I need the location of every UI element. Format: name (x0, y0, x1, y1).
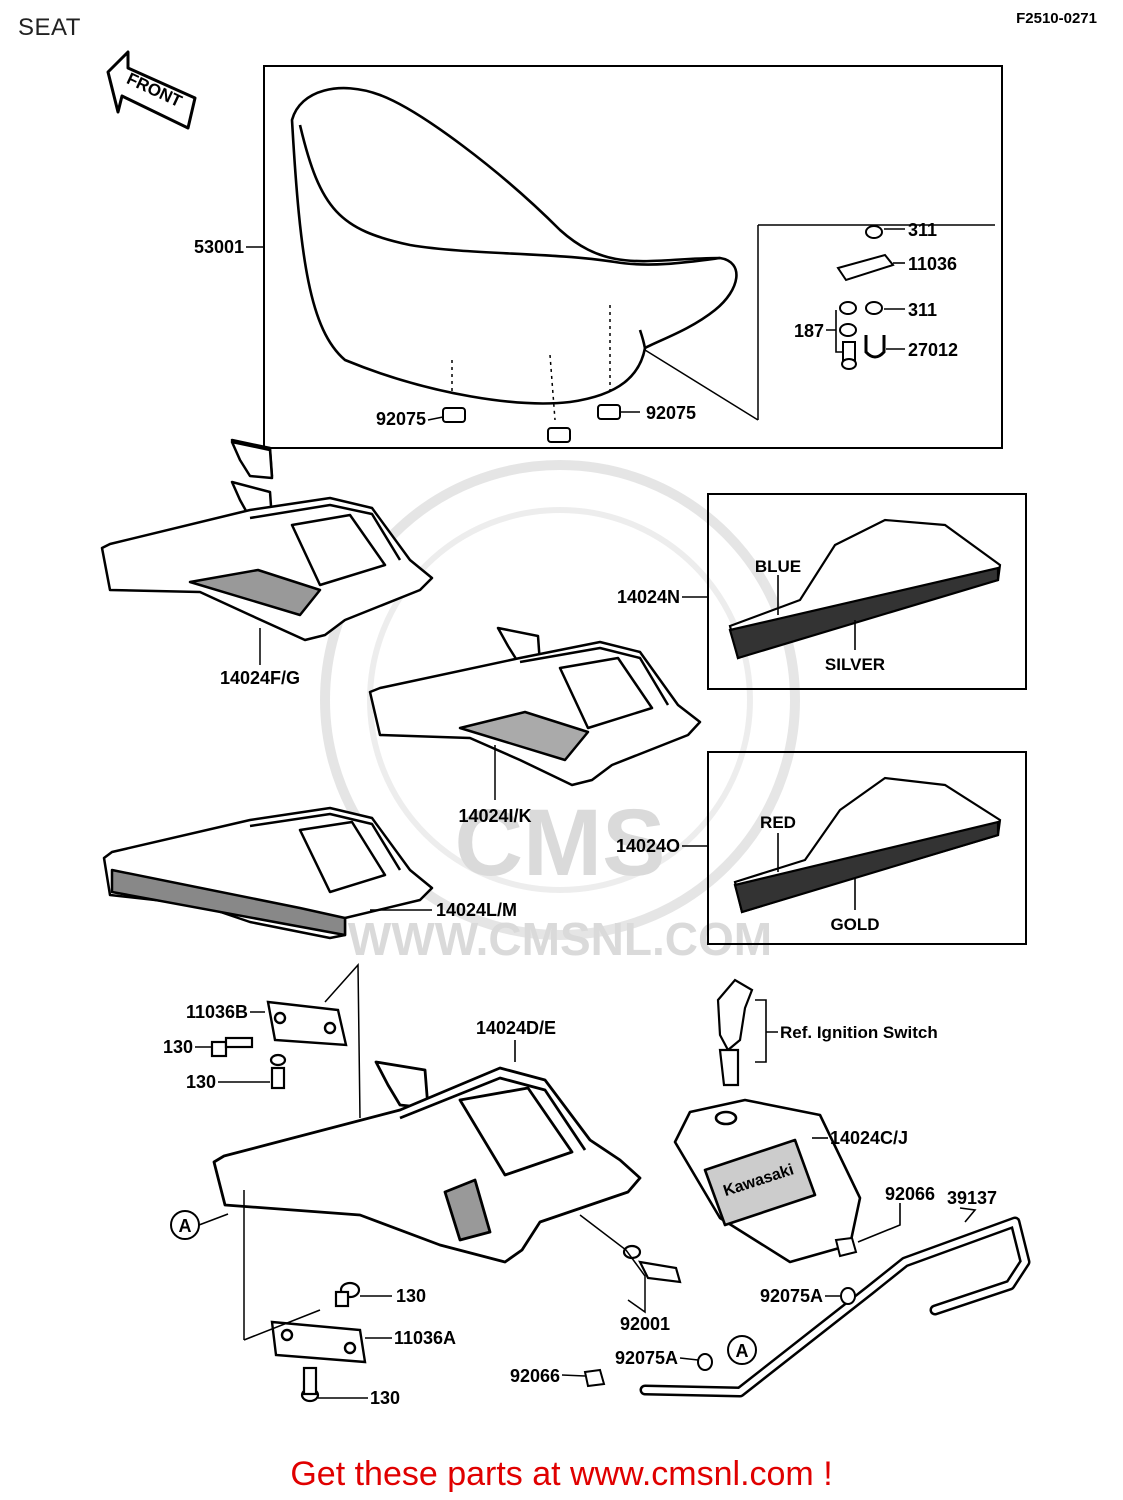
figure-code: F2510-0271 (1016, 10, 1097, 27)
callout-187: 187 (794, 321, 824, 341)
callout-39137: 39137 (947, 1188, 997, 1208)
callout-311: 311 (908, 300, 937, 320)
callout-14024N: 14024N (617, 587, 680, 607)
stripe-detail-frame-o (707, 751, 1027, 945)
cms-watermark: CMS WWW.CMSNL.COM (320, 460, 800, 965)
tail-cover-14024FG (100, 480, 434, 642)
label-silver: SILVER (825, 655, 885, 674)
bracket-11036B (266, 1000, 348, 1047)
callout-130: 130 (396, 1286, 426, 1306)
seat-leader-lines (246, 228, 905, 421)
label-gold: GOLD (830, 915, 879, 934)
callout-92075A: 92075A (760, 1286, 823, 1306)
cover-14024CJ: Kawasaki (673, 1098, 862, 1264)
callout-92066: 92066 (885, 1184, 935, 1204)
footer-cta: Get these parts at www.cmsnl.com ! (0, 1455, 1123, 1494)
watermark-url: WWW.CMSNL.COM (348, 913, 772, 965)
callout-ignition-switch: Ref. Ignition Switch (780, 1023, 938, 1042)
callout-14024LM: 14024L/M (436, 900, 517, 920)
callout-92075: 92075 (646, 403, 696, 423)
callout-92075: 92075 (376, 409, 426, 429)
callout-92066: 92066 (510, 1366, 560, 1386)
tail-cover-14024LM-shape (102, 440, 434, 940)
tail-cover-14024DE (212, 1060, 642, 1264)
svg-text:A: A (736, 1341, 749, 1361)
ref-circle-a-right: A (727, 1335, 757, 1365)
callout-130: 130 (186, 1072, 216, 1092)
callout-14024IK: 14024I/K (458, 806, 531, 826)
seat-latch-detail (644, 224, 995, 421)
ignition-switch-ref (716, 978, 754, 1087)
ref-circle-a-left: A (170, 1210, 200, 1240)
bolt-92001 (622, 1244, 682, 1284)
callout-311: 311 (908, 220, 937, 240)
callout-14024O: 14024O (616, 836, 680, 856)
rubber-92066 (583, 1236, 858, 1388)
callout-labels: 53001 311 11036 311 187 27012 92075 9207… (163, 220, 997, 1408)
callout-27012: 27012 (908, 340, 958, 360)
callout-11036: 11036 (908, 254, 957, 274)
bolt-130 (210, 1036, 287, 1090)
tail-cover-14024IK (368, 626, 702, 787)
seat-group-frame (263, 65, 1003, 449)
callout-14024DE: 14024D/E (476, 1018, 556, 1038)
page-title: SEAT (18, 14, 81, 41)
callout-53001: 53001 (194, 237, 244, 257)
grab-bar-39137-inner (642, 1219, 1028, 1395)
bracket-11036A (270, 1320, 367, 1364)
front-arrow: FRONT (106, 50, 197, 130)
watermark-logo: CMS (454, 790, 665, 896)
stripe-detail-frame-n (707, 493, 1027, 690)
callout-92075A: 92075A (615, 1348, 678, 1368)
callout-11036B: 11036B (186, 1002, 248, 1022)
callout-11036A: 11036A (394, 1328, 456, 1348)
callout-130: 130 (163, 1037, 193, 1057)
stripe-14024N (728, 518, 1002, 660)
seat-53001 (290, 86, 738, 405)
bolt-130-lower (300, 1281, 361, 1403)
callout-92001: 92001 (620, 1314, 670, 1334)
grommet-92075 (442, 404, 621, 443)
svg-text:A: A (179, 1216, 192, 1236)
label-blue: BLUE (755, 557, 801, 576)
callout-14024CJ: 14024C/J (830, 1128, 908, 1148)
callout-14024FG: 14024F/G (220, 668, 300, 688)
stripe-14024O (733, 776, 1002, 914)
label-red: RED (760, 813, 796, 832)
cmsnl-link[interactable]: Get these parts at www.cmsnl.com ! (290, 1455, 833, 1493)
callout-130: 130 (370, 1388, 400, 1408)
